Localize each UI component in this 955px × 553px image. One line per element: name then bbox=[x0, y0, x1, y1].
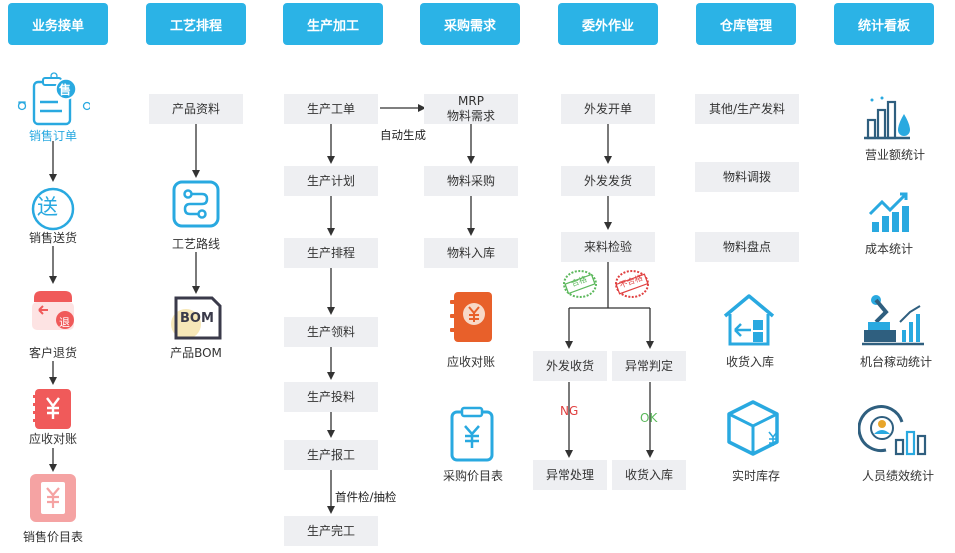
auto-generate-label: 自动生成 bbox=[380, 128, 426, 142]
product-info-text: 产品资料 bbox=[171, 101, 220, 116]
staff-performance-icon[interactable] bbox=[857, 402, 934, 458]
product-bom-label[interactable]: 产品BOM bbox=[170, 346, 222, 360]
realtime-stock-icon[interactable] bbox=[725, 398, 785, 460]
production-order-text: 生产工单 bbox=[306, 101, 355, 116]
production-finish-text: 生产完工 bbox=[306, 523, 355, 538]
production-schedule-box[interactable]: 生产排程 bbox=[284, 238, 378, 268]
staff-performance-label[interactable]: 人员绩效统计 bbox=[861, 469, 935, 483]
badge-send: 送 bbox=[37, 195, 58, 219]
incoming-check-text: 来料检验 bbox=[583, 239, 632, 254]
sales-delivery-label[interactable]: 销售送货 bbox=[28, 231, 78, 245]
process-route-label[interactable]: 工艺路线 bbox=[171, 237, 221, 251]
payable-book-icon[interactable] bbox=[450, 290, 494, 344]
receivable-icon[interactable] bbox=[31, 387, 75, 431]
process-route-icon[interactable] bbox=[172, 180, 220, 228]
sales-price-list-icon[interactable] bbox=[28, 472, 78, 524]
product-bom-icon[interactable] bbox=[168, 294, 226, 342]
production-finish-box[interactable]: 生产完工 bbox=[284, 516, 378, 546]
payable-label[interactable]: 应收对账 bbox=[446, 355, 496, 369]
product-info-box[interactable]: 产品资料 bbox=[149, 94, 243, 124]
production-order-box[interactable]: 生产工单 bbox=[284, 94, 378, 124]
sales-order-icon[interactable] bbox=[16, 72, 92, 128]
material-inbound-box[interactable]: 物料入库 bbox=[424, 238, 518, 268]
pass-stamp-icon bbox=[562, 268, 598, 300]
sales-receivable-label[interactable]: 应收对账 bbox=[28, 432, 78, 446]
purchase-price-list-label[interactable]: 采购价目表 bbox=[442, 469, 504, 483]
header-warehouse[interactable]: 仓库管理 bbox=[696, 3, 796, 45]
warehouse-inbound-icon[interactable] bbox=[721, 292, 777, 348]
abnormal-handle-box[interactable]: 异常处理 bbox=[533, 460, 607, 490]
abnormal-handle-text: 异常处理 bbox=[545, 467, 594, 482]
revenue-stats-label[interactable]: 营业额统计 bbox=[864, 148, 926, 162]
mrp-text: MRP bbox=[458, 94, 484, 108]
warehouse-inbound-label[interactable]: 收货入库 bbox=[725, 355, 775, 369]
production-pick-text: 生产领料 bbox=[306, 324, 355, 339]
outsource-inbound-text: 收货入库 bbox=[624, 467, 673, 482]
stocktake-box[interactable]: 物料盘点 bbox=[695, 232, 799, 262]
outsource-inbound-box[interactable]: 收货入库 bbox=[612, 460, 686, 490]
production-report-box[interactable]: 生产报工 bbox=[284, 440, 378, 470]
sales-price-list-label[interactable]: 销售价目表 bbox=[22, 530, 84, 544]
material-purchase-box[interactable]: 物料采购 bbox=[424, 166, 518, 196]
header-production[interactable]: 生产加工 bbox=[283, 3, 383, 45]
material-purchase-text: 物料采购 bbox=[446, 173, 495, 188]
production-report-text: 生产报工 bbox=[306, 447, 355, 462]
outsource-dispatch-text: 外发开单 bbox=[583, 101, 632, 116]
bom-badge-text: BOM bbox=[180, 311, 214, 326]
incoming-check-box[interactable]: 来料检验 bbox=[561, 232, 655, 262]
machine-stats-label[interactable]: 机台稼动统计 bbox=[859, 355, 933, 369]
abnormal-judge-text: 异常判定 bbox=[624, 358, 673, 373]
revenue-stats-icon[interactable] bbox=[862, 96, 912, 142]
other-issue-text: 其他/生产发料 bbox=[708, 101, 786, 116]
header-purchase[interactable]: 采购需求 bbox=[420, 3, 520, 45]
header-outsource[interactable]: 委外作业 bbox=[558, 3, 658, 45]
outsource-dispatch-box[interactable]: 外发开单 bbox=[561, 94, 655, 124]
badge-sell: 售 bbox=[59, 83, 72, 97]
ng-label: NG bbox=[560, 404, 579, 418]
header-sales-order[interactable]: 业务接单 bbox=[8, 3, 108, 45]
badge-return: 退 bbox=[59, 316, 70, 329]
production-pick-box[interactable]: 生产领料 bbox=[284, 317, 378, 347]
abnormal-judge-box[interactable]: 异常判定 bbox=[612, 351, 686, 381]
production-plan-box[interactable]: 生产计划 bbox=[284, 166, 378, 196]
production-feed-box[interactable]: 生产投料 bbox=[284, 382, 378, 412]
material-demand-text: 物料需求 bbox=[446, 109, 495, 123]
machine-stats-icon[interactable] bbox=[862, 292, 924, 348]
production-plan-text: 生产计划 bbox=[306, 173, 355, 188]
outsource-send-box[interactable]: 外发发货 bbox=[561, 166, 655, 196]
sales-order-label[interactable]: 销售订单 bbox=[28, 129, 78, 143]
material-transfer-box[interactable]: 物料调拨 bbox=[695, 162, 799, 192]
cost-stats-icon[interactable] bbox=[866, 190, 912, 234]
header-statistics[interactable]: 统计看板 bbox=[834, 3, 934, 45]
material-inbound-text: 物料入库 bbox=[446, 245, 495, 260]
stocktake-text: 物料盘点 bbox=[722, 239, 771, 254]
outsource-receive-box[interactable]: 外发收货 bbox=[533, 351, 607, 381]
inspection-label: 首件检/抽检 bbox=[335, 490, 397, 504]
purchase-price-list-icon[interactable] bbox=[448, 406, 496, 462]
realtime-stock-label[interactable]: 实时库存 bbox=[731, 469, 781, 483]
mrp-box[interactable]: MRP 物料需求 bbox=[424, 94, 518, 124]
delivery-icon[interactable] bbox=[30, 186, 76, 232]
cost-stats-label[interactable]: 成本统计 bbox=[864, 242, 914, 256]
other-issue-box[interactable]: 其他/生产发料 bbox=[695, 94, 799, 124]
header-process-schedule[interactable]: 工艺排程 bbox=[146, 3, 246, 45]
material-transfer-text: 物料调拨 bbox=[722, 169, 771, 184]
fail-stamp-icon bbox=[614, 268, 650, 300]
outsource-send-text: 外发发货 bbox=[583, 173, 632, 188]
customer-return-icon[interactable] bbox=[28, 288, 78, 334]
production-feed-text: 生产投料 bbox=[306, 389, 355, 404]
outsource-receive-text: 外发收货 bbox=[545, 358, 594, 373]
production-schedule-text: 生产排程 bbox=[306, 245, 355, 260]
customer-return-label[interactable]: 客户退货 bbox=[28, 346, 78, 360]
ok-label: OK bbox=[640, 411, 658, 425]
